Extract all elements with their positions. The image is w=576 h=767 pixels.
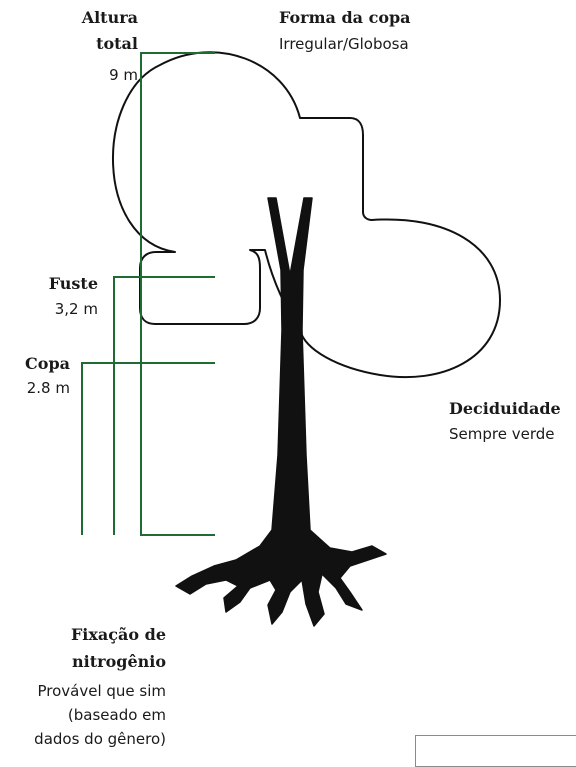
nitrogen-title-line2: nitrogênio [72,652,166,671]
crown-outline [112,51,501,379]
height-value: 9 m [109,66,138,84]
height-title-line1: Altura [81,8,138,27]
deciduousness-value: Sempre verde [449,425,555,443]
height-measure-line [140,52,215,536]
measure-lines [81,52,215,536]
nitrogen-value-line1: Provável que sim [37,682,166,700]
nitrogen-title-line1: Fixação de [70,625,166,644]
trunk-value: 3,2 m [54,300,98,318]
trunk-title: Fuste [48,274,98,293]
footer-box [415,735,576,767]
nitrogen-value-line3: dados do gênero) [34,730,166,748]
height-title-line2: total [96,34,138,53]
crown-measure-line [81,362,215,535]
nitrogen-value-line2: (baseado em [67,706,166,724]
trunk-silhouette [175,197,387,627]
crown-title: Copa [25,354,70,373]
trunk-measure-line [113,276,215,535]
crown-shape-value: Irregular/Globosa [279,35,409,53]
deciduousness-title: Deciduidade [449,399,561,418]
crown-value: 2.8 m [26,379,70,397]
crown-shape-title: Forma da copa [279,8,411,27]
